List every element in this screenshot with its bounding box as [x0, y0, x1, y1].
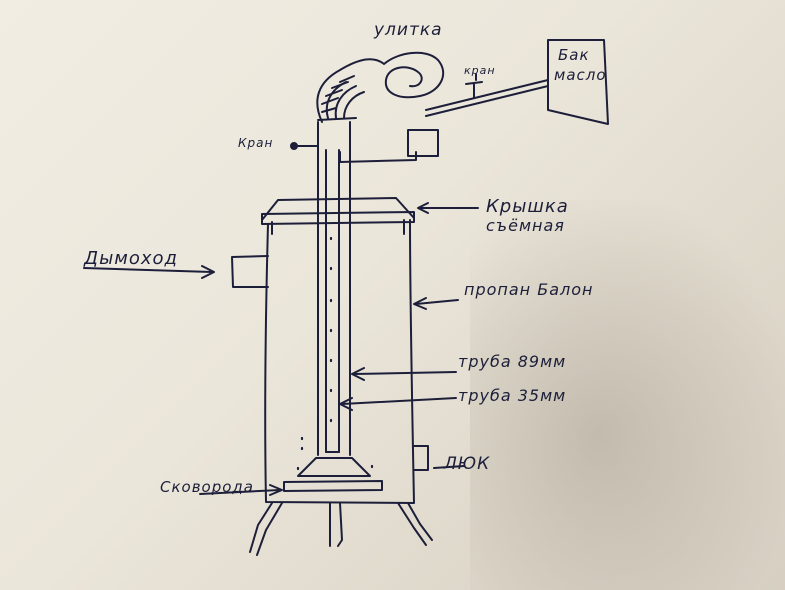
label-oil-tank-2: масло [554, 66, 607, 84]
label-pipe35: труба 35мм [458, 386, 567, 405]
snail-spiral [316, 51, 445, 123]
arrow-propane [413, 297, 459, 310]
label-hatch: ЛЮК [444, 454, 491, 474]
label-chimney: Дымоход [84, 248, 178, 269]
arrow-pipe89 [351, 367, 457, 381]
oil-line [425, 79, 549, 117]
cylinder-top [261, 197, 415, 221]
pan-plate [283, 480, 383, 492]
feed-pipe [317, 121, 351, 149]
shadow [470, 200, 785, 590]
pipe-89mm [317, 147, 351, 456]
arrow-pan [199, 484, 283, 496]
pipe-35mm [325, 149, 340, 453]
oil-tank [547, 39, 609, 125]
label-pipe89: труба 89мм [458, 352, 567, 371]
leg-left [249, 502, 283, 556]
label-valve-top: кран [464, 64, 496, 77]
valve-oil [465, 81, 483, 99]
arrow-lid [417, 202, 479, 214]
hatch-box [413, 445, 429, 471]
leg-middle [329, 502, 343, 547]
label-propane: пропан Балон [464, 280, 594, 299]
lid-plate [261, 211, 415, 225]
chimney-pipe [231, 255, 269, 288]
leg-right [397, 502, 433, 546]
oil-cup [407, 129, 439, 157]
burner-cone [297, 457, 371, 477]
arrow-pipe35 [339, 397, 457, 411]
label-valve-left: Кран [238, 136, 274, 150]
label-oil-tank-1: Бак [558, 46, 590, 64]
label-lid-2: съёмная [486, 216, 565, 235]
label-snail: улитка [374, 20, 443, 40]
label-lid-1: Крышка [486, 196, 569, 217]
arrow-hatch [433, 465, 465, 469]
label-pan: Сковорода [160, 478, 254, 496]
arrow-chimney [83, 265, 215, 279]
